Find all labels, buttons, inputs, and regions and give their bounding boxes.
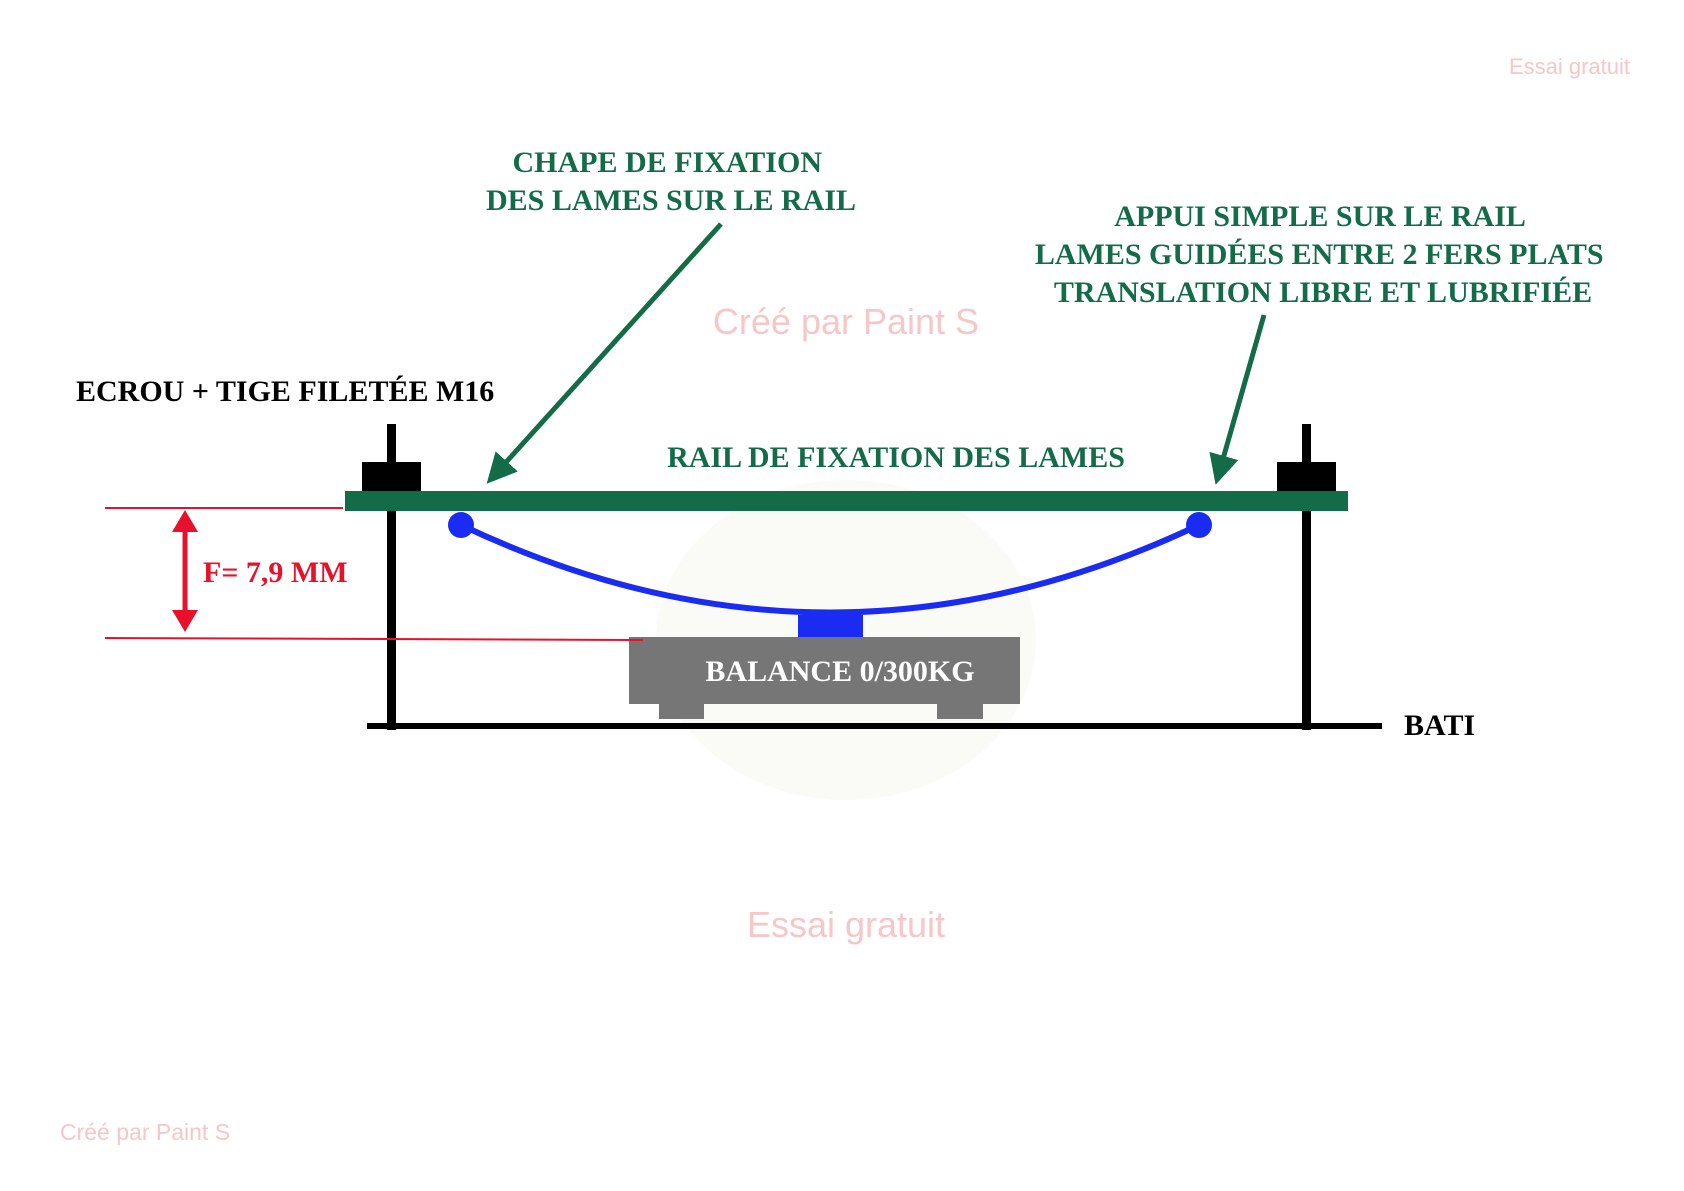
rail (345, 491, 1348, 511)
rail-label: RAIL DE FIXATION DES LAMES (667, 441, 1125, 474)
blade-curve (459, 522, 1201, 616)
deflection-bottom-line (104, 637, 644, 641)
watermark-center-top: Créé par Paint S (713, 301, 979, 342)
balance-label: BALANCE 0/300KG (705, 655, 974, 688)
deflection-arrow-down-icon (172, 610, 198, 632)
deflection-arrow-up-icon (172, 510, 198, 532)
appui-label: APPUI SIMPLE SUR LE RAIL LAMES GUIDÉES E… (1035, 200, 1611, 309)
watermark-center-bottom: Essai gratuit (747, 904, 945, 945)
left-nut (362, 462, 421, 492)
right-nut (1277, 462, 1336, 492)
bati-line (367, 723, 1382, 729)
balance-body (629, 637, 1020, 704)
chape-arrow (486, 222, 723, 484)
ecrou-label: ECROU + TIGE FILETÉE M16 (76, 375, 494, 408)
right-blade-support (1186, 512, 1212, 538)
deflection-label: F= 7,9 MM (203, 556, 348, 589)
watermark-bottom-left: Créé par Paint S (60, 1119, 230, 1145)
appui-arrow (1209, 314, 1267, 485)
scale-pad (798, 615, 863, 638)
watermark-top-right: Essai gratuit (1509, 54, 1630, 79)
left-blade-support (448, 512, 474, 538)
left-threaded-rod (387, 424, 396, 730)
balance-foot-left (659, 704, 704, 719)
bati-label: BATI (1404, 709, 1475, 742)
balance-foot-right (937, 704, 983, 719)
chape-label: CHAPE DE FIXATION DES LAMES SUR LE RAIL (486, 146, 856, 217)
right-threaded-rod (1302, 424, 1311, 730)
